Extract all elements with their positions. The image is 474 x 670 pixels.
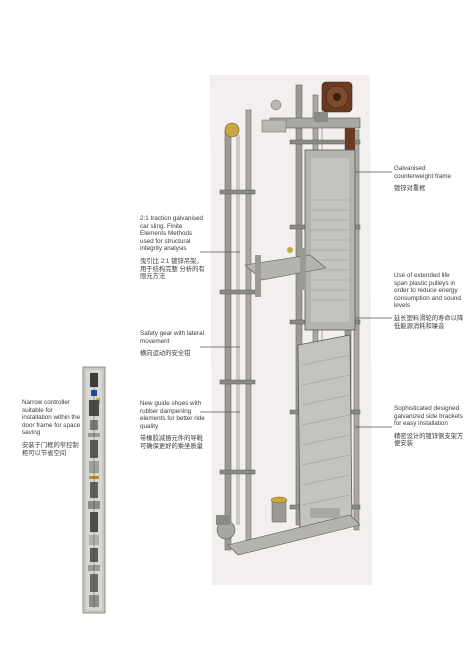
lower-cabinet (297, 334, 353, 531)
callout-side-brackets-en: Sophisticated designed galvanized side b… (394, 405, 463, 428)
callout-car-sling-en: 2:1 traction galvanised car sling. Finit… (140, 215, 204, 253)
callout-safety-gear: Safety gear with lateral movement 横向运动的安… (140, 330, 206, 358)
callout-side-brackets: Sophisticated designed galvanized side b… (394, 405, 464, 448)
leader-lines (200, 171, 392, 428)
pit-equipment (216, 496, 361, 556)
callout-controller-en: Narrow controller suitable for installat… (22, 399, 81, 437)
car-sling (244, 247, 327, 297)
callout-controller: Narrow controller suitable for installat… (22, 399, 82, 457)
callout-car-sling: 2:1 traction galvanised car sling. Finit… (140, 215, 206, 281)
callout-guide-shoes-zh: 带橡胶减振元件的导靴可确保更好的乘坐质量 (140, 435, 203, 450)
callout-guide-shoes: New guide shoes with rubber dampening el… (140, 400, 206, 451)
counterweight-frame (304, 149, 356, 331)
callout-pulleys-zh: 延长塑料滑轮的寿命以降低能源消耗和噪音 (394, 314, 464, 330)
callout-counterweight-en: Galvanised counterweight frame (394, 165, 452, 180)
callout-side-brackets-zh: 精密设计的镀锌侧支架方便安装 (394, 432, 464, 448)
callout-guide-shoes-en: New guide shoes with rubber dampening el… (140, 400, 205, 430)
controller-illustration (82, 366, 106, 614)
callout-safety-gear-zh: 横向运动的安全钳 (140, 350, 191, 358)
callout-pulleys: Use of extended life span plastic pulley… (394, 272, 464, 330)
callout-car-sling-zh: 曳引比 2:1 镀锌吊架。用于结构完整 分析的有限元方法 (140, 257, 205, 281)
callout-counterweight-zh: 镀锌对重框 (394, 185, 426, 193)
callout-safety-gear-en: Safety gear with lateral movement (140, 330, 205, 345)
callout-controller-zh: 安装于门框的窄控制柜可以节省空间 (22, 441, 79, 457)
traction-machine (224, 81, 361, 150)
callout-counterweight: Galvanised counterweight frame 镀锌对重框 (394, 165, 460, 193)
callout-pulleys-en: Use of extended life span plastic pulley… (394, 272, 461, 310)
